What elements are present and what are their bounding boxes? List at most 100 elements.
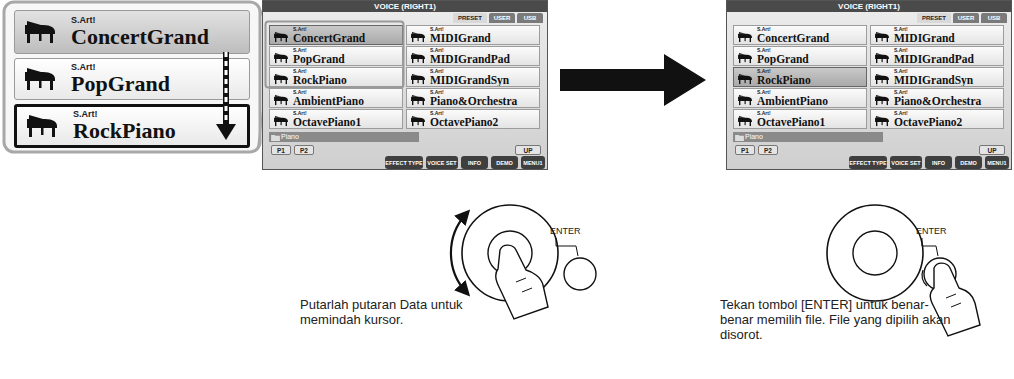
piano-icon [737, 73, 753, 85]
series-tag: S.Art! [293, 26, 402, 32]
voice-entry: S.Art!OctavePiano1 [269, 109, 403, 129]
rect-part [739, 38, 740, 42]
piano-icon [410, 71, 426, 83]
rect-part [423, 80, 424, 84]
function-button: INFO [925, 156, 952, 169]
tab-label: USER [958, 15, 975, 21]
rect-part [739, 59, 740, 63]
piano-icon [273, 115, 289, 127]
function-button: DEMO [491, 156, 518, 169]
voice-name: MIDIGrandPad [430, 53, 539, 65]
piano-icon [23, 19, 57, 45]
screen-header: VOICE (RIGHT1) [263, 1, 547, 12]
entry-text: S.Art!PopGrand [293, 47, 402, 65]
button-label: DEMO [496, 160, 513, 166]
rect-part [29, 128, 32, 137]
rect-part [281, 122, 282, 125]
function-button: EFFECT TYPE [849, 156, 887, 169]
voice-name: Piano&Orchestra [430, 95, 539, 107]
tab: PRESET [917, 13, 951, 23]
rect-part [739, 122, 740, 126]
piano-icon [874, 52, 890, 64]
voice-entry: S.Art!MIDIGrandSyn [870, 67, 1004, 87]
press-mark [922, 270, 927, 286]
button-label: P1 [741, 147, 749, 154]
piano-icon [874, 94, 890, 106]
entry-text: S.Art!PopGrand [71, 62, 249, 96]
folder-bar: Piano [269, 132, 419, 142]
rect-part [876, 80, 877, 84]
voice-name: RockPiano [293, 74, 402, 86]
selection-frame [266, 22, 404, 88]
voice-name: AmbientPiano [757, 95, 866, 107]
entry-text: S.Art!MIDIGrandSyn [894, 68, 1003, 86]
series-tag: S.Art! [293, 68, 402, 74]
key-label: ENTER [916, 226, 947, 236]
voice-entry: S.Art!MIDIGrand [870, 25, 1004, 45]
voice-entry: S.Art!RockPiano [269, 67, 403, 87]
button-label: EFFECT TYPE [385, 160, 422, 166]
function-button: VOICE SET [426, 156, 458, 169]
entry-text: S.Art!ConcertGrand [757, 26, 866, 44]
rect-part [275, 101, 276, 105]
voice-name: Piano&Orchestra [894, 95, 1003, 107]
path-part [27, 68, 41, 72]
voice-name: RockPiano [73, 119, 247, 143]
rect-part [281, 80, 282, 83]
function-button: MENU1 [985, 156, 1009, 169]
rotation-arrow [451, 214, 466, 292]
rect-part [275, 38, 276, 42]
path-part [875, 34, 889, 38]
rect-part [739, 80, 740, 84]
piano-icon [410, 73, 426, 85]
voice-name: OctavePiano2 [894, 116, 1003, 128]
voice-entry: S.Art!PopGrand [733, 46, 867, 66]
rect-part [745, 80, 746, 83]
entry-text: S.Art!MIDIGrandPad [894, 47, 1003, 65]
voice-name: ConcertGrand [293, 32, 402, 44]
piano-icon [273, 92, 289, 104]
entry-text: S.Art!OctavePiano1 [293, 110, 402, 128]
path-part [27, 21, 41, 25]
path-part [876, 116, 882, 118]
path-part [274, 34, 288, 38]
series-tag: S.Art! [293, 110, 402, 116]
voice-entry-zoomed: S.Art!PopGrand [14, 58, 250, 100]
rect-part [887, 80, 888, 84]
path-part [275, 32, 281, 34]
piano-icon [874, 92, 890, 104]
path-part [875, 97, 889, 101]
rect-part [418, 38, 419, 41]
voice-name: PopGrand [71, 72, 249, 96]
cursor-move-arrow-dash [225, 52, 228, 126]
voice-entry: S.Art!ConcertGrand [269, 25, 403, 45]
tab-label: PRESET [922, 15, 946, 21]
rect-part [281, 38, 282, 41]
button-label: VOICE SET [427, 160, 456, 166]
rect-part [745, 38, 746, 41]
function-button: EFFECT TYPE [385, 156, 423, 169]
rect-part [876, 101, 877, 105]
rect-part [52, 128, 55, 137]
leader-line [922, 238, 938, 256]
entry-text: S.Art!RockPiano [293, 68, 402, 86]
voice-name: MIDIGrandSyn [430, 74, 539, 86]
voice-entry: S.Art!OctavePiano1 [733, 109, 867, 129]
piano-icon [25, 113, 59, 139]
rect-part [423, 101, 424, 105]
path-part [27, 119, 57, 128]
voice-name: AmbientPiano [293, 95, 402, 107]
path-part [735, 134, 744, 140]
voice-entry: S.Art!RockPiano [733, 67, 867, 87]
path-part [411, 97, 425, 101]
entry-text: S.Art!AmbientPiano [757, 89, 866, 107]
path-part [275, 95, 281, 97]
rect-part [286, 80, 287, 84]
cursor-move-arrowhead [216, 124, 236, 140]
path-part [875, 118, 889, 122]
piano-icon [874, 73, 890, 85]
rect-part [750, 122, 751, 126]
screen-header: VOICE (RIGHT1) [727, 1, 1011, 12]
series-tag: S.Art! [293, 89, 402, 95]
voice-entry: S.Art!MIDIGrandPad [406, 46, 540, 66]
